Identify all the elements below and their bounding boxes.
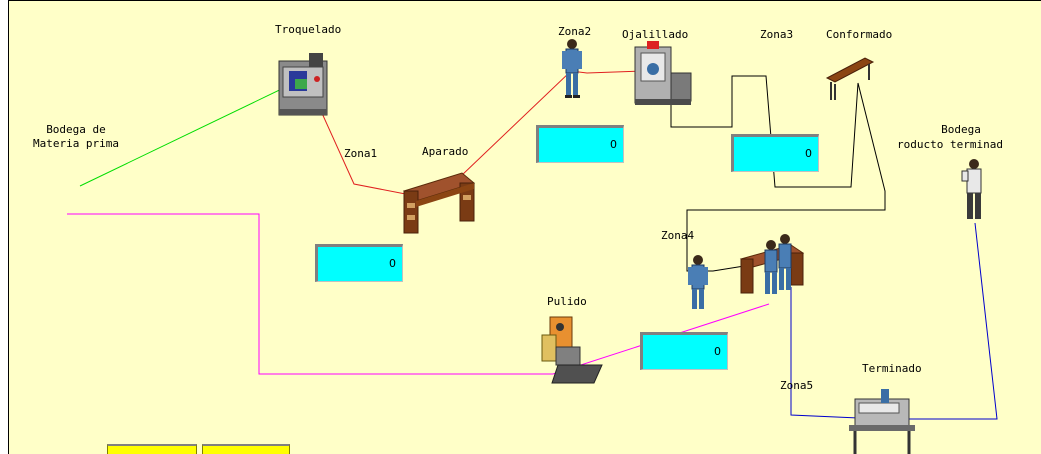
counter-zona1: 0: [315, 244, 403, 282]
label-zona3: Zona3: [760, 28, 793, 41]
counter-zona4: 0: [640, 332, 728, 370]
label-bodega-pt-1: Bodega: [896, 123, 1026, 136]
label-terminado: Terminado: [862, 362, 922, 375]
desk-workers-icon-zona4: [741, 234, 803, 294]
bench-icon-conformado: [827, 58, 873, 100]
yellow-button-1[interactable]: [107, 444, 197, 454]
counter-value: 0: [714, 345, 721, 358]
label-aparado: Aparado: [422, 145, 468, 158]
counter-value: 0: [805, 147, 812, 160]
worker-icon-bodega: [962, 159, 981, 219]
cnc-machine-icon: [279, 53, 327, 115]
counter-value: 0: [389, 257, 396, 270]
label-zona5: Zona5: [780, 379, 813, 392]
label-bodega-mp-2: Materia prima: [26, 137, 126, 150]
label-bodega-pt-2: roducto terminad: [897, 138, 1003, 151]
simulation-canvas: Troquelado Zona2 Ojalillado Zona3 Confor…: [8, 0, 1041, 454]
finishing-machine-icon: [849, 389, 915, 454]
label-conformado: Conformado: [826, 28, 892, 41]
label-troquelado: Troquelado: [275, 23, 341, 36]
counter-zona2: 0: [536, 125, 624, 163]
label-pulido: Pulido: [547, 295, 587, 308]
counter-zona3: 0: [731, 134, 819, 172]
label-bodega-mp-1: Bodega de: [26, 123, 126, 136]
eyelet-machine-icon: [635, 41, 691, 105]
worker-icon-zona2: [562, 39, 582, 98]
polishing-machine-icon: [542, 317, 602, 383]
route-black: [671, 76, 885, 271]
label-zona4: Zona4: [661, 229, 694, 242]
desk-icon-aparado: [404, 173, 474, 233]
label-ojalillado: Ojalillado: [622, 28, 688, 41]
label-zona2: Zona2: [558, 25, 591, 38]
label-zona1: Zona1: [344, 147, 377, 160]
yellow-button-2[interactable]: [202, 444, 290, 454]
route-lines: [9, 1, 1041, 454]
worker-icon-zona4: [688, 255, 708, 309]
counter-value: 0: [610, 138, 617, 151]
route-blue: [791, 223, 997, 419]
